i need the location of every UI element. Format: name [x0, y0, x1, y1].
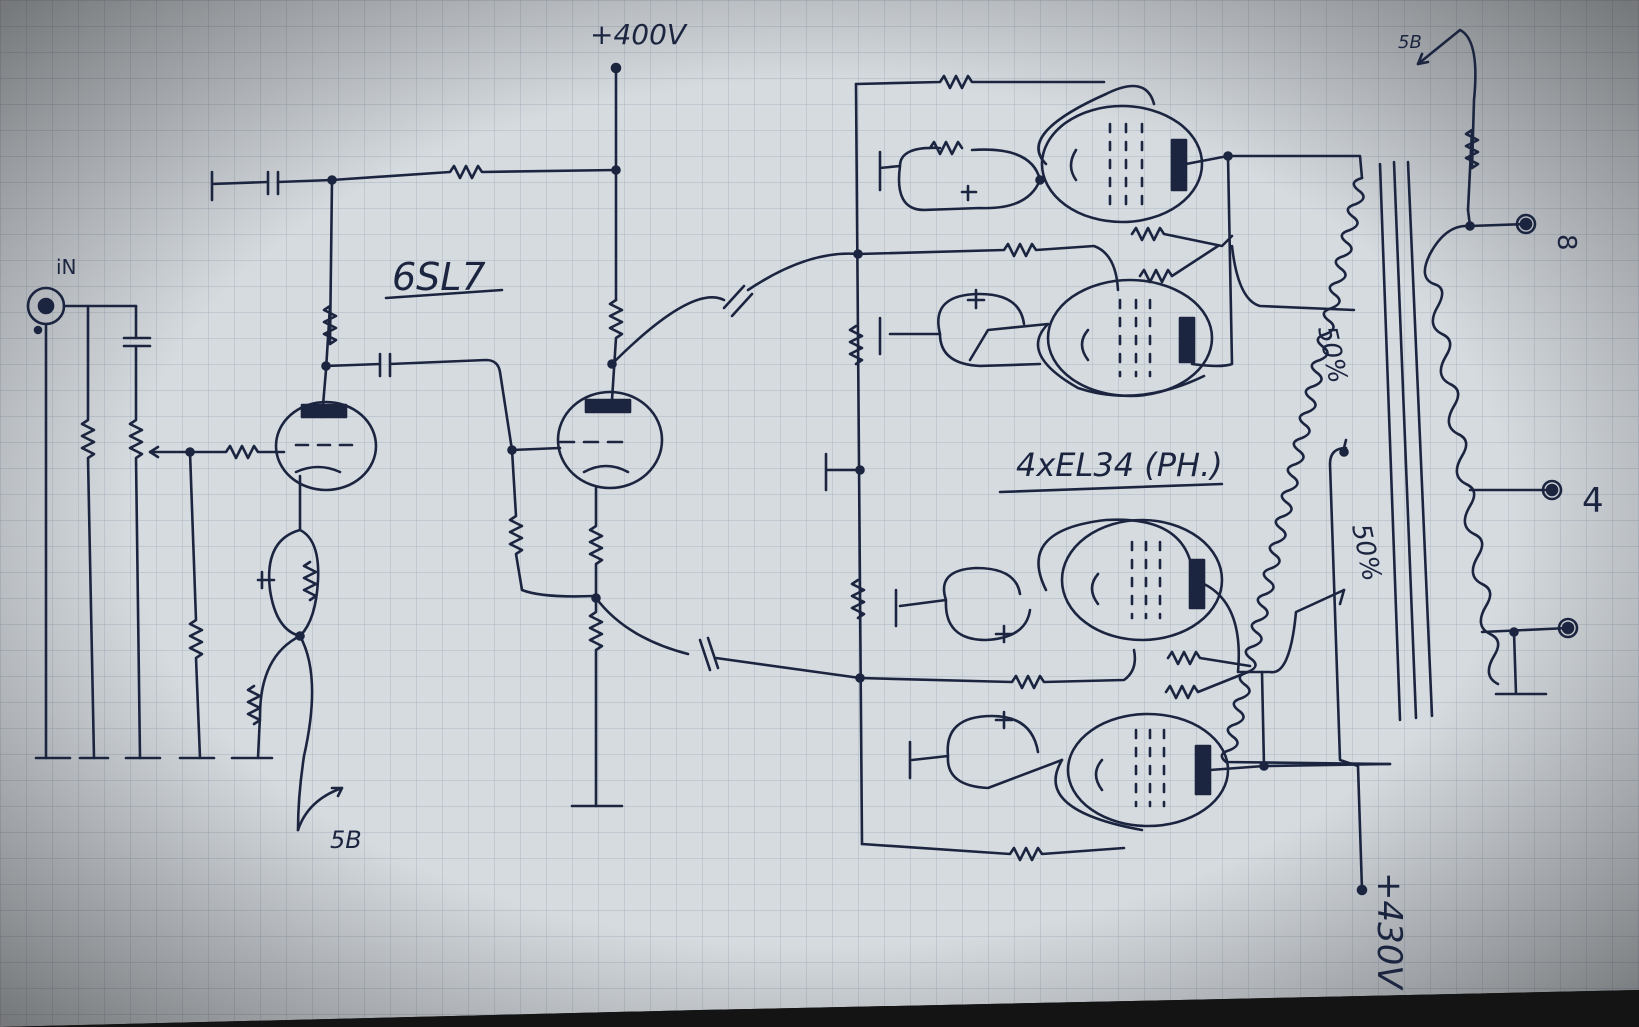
label-output-tubes: 4xEL34 (PH.): [1016, 446, 1223, 484]
el34-tube-1-icon: [1040, 104, 1204, 224]
second-triode-6sl7: [507, 62, 862, 808]
label-feedback-top: 5B: [1398, 32, 1422, 53]
output-transformer: [296, 28, 1579, 896]
tube-v1a-icon: [274, 400, 378, 492]
first-triode-6sl7: [210, 164, 618, 832]
tube-v1b-icon: [556, 390, 664, 490]
ot-primary-winding: [1220, 176, 1392, 766]
el34-tube-3-icon: [1060, 518, 1224, 642]
label-supply-output: +430V: [1369, 872, 1409, 991]
label-supply-preamp: +400V: [590, 18, 688, 51]
input-stage: [26, 286, 286, 760]
label-speaker-8: 8: [1551, 234, 1581, 251]
el34-tube-4-icon: [1066, 712, 1230, 828]
output-stage: [824, 74, 1392, 862]
label-speaker-4: 4: [1582, 481, 1604, 521]
ot-secondary-winding: [1423, 252, 1500, 686]
label-input: iN: [56, 255, 77, 279]
label-feedback-bottom: 5B: [330, 826, 362, 854]
table-edge: [0, 990, 1639, 1027]
